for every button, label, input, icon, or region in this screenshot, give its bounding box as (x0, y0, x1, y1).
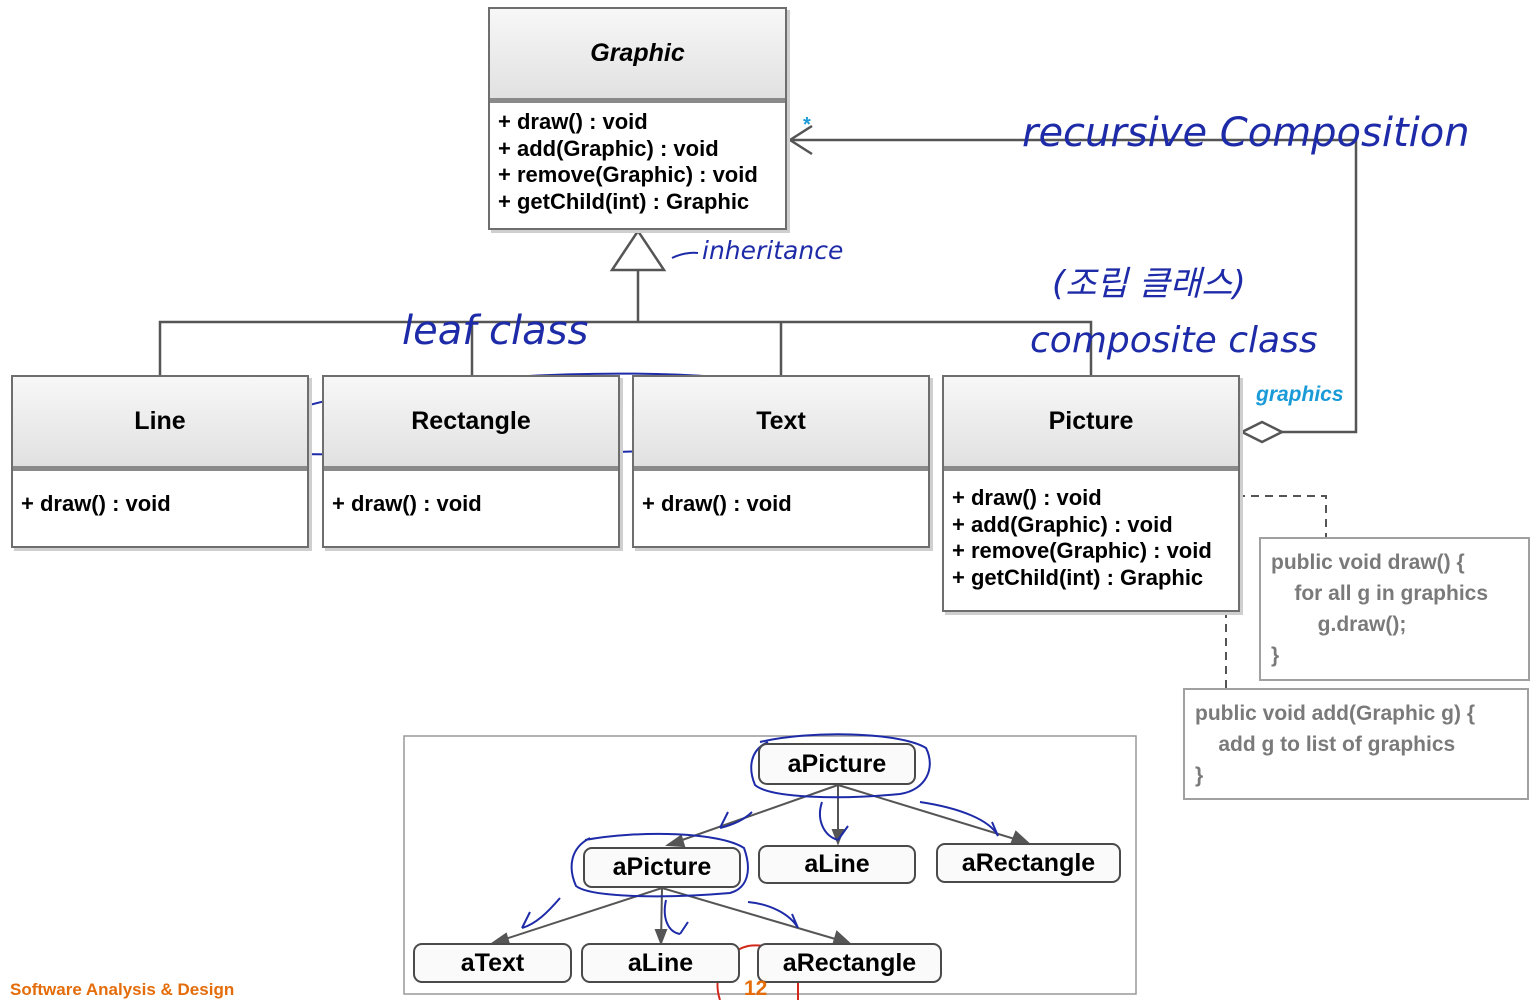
operation: + getChild(int) : Graphic (952, 564, 1204, 590)
class-rectangle: Rectangle + draw() : void (322, 375, 620, 548)
object-line-2: aLine (581, 943, 740, 983)
class-rectangle-operations: + draw() : void (324, 471, 618, 524)
operation: + remove(Graphic) : void (952, 538, 1212, 563)
class-line: Line + draw() : void (11, 375, 309, 548)
class-graphic-name: Graphic (490, 9, 785, 103)
operation: + draw() : void (498, 109, 648, 134)
annotation-korean: (조립 클래스) (1052, 264, 1246, 304)
class-graphic-operations: + draw() : void + add(Graphic) : void + … (490, 103, 785, 221)
annotation-composite-class: composite class (1030, 320, 1318, 361)
class-line-operations: + draw() : void (13, 471, 307, 524)
note-line: public void add(Graphic g) { (1195, 702, 1476, 725)
class-picture-name: Picture (944, 377, 1238, 471)
note-connector-draw (1209, 495, 1327, 537)
note-line: } (1195, 764, 1204, 787)
object-root-picture: aPicture (758, 743, 916, 785)
page-number: 12 (744, 977, 768, 1000)
note-line: g.draw(); (1271, 613, 1407, 636)
link-tick-6 (747, 901, 799, 929)
class-rectangle-name: Rectangle (324, 377, 618, 471)
child-object-loop (570, 832, 749, 898)
operation: + getChild(int) : Graphic (498, 188, 750, 214)
operation: + add(Graphic) : void (498, 135, 719, 161)
link-tick-1 (719, 811, 753, 829)
link-tick-2 (819, 801, 849, 841)
operation: + add(Graphic) : void (952, 511, 1173, 537)
annotation-recursive-composition: recursive Composition (1022, 110, 1470, 156)
association-multiplicity: * (803, 114, 811, 136)
note-line: public void draw() { (1271, 551, 1465, 574)
class-line-name: Line (13, 377, 307, 471)
annotation-inheritance: inheritance (702, 236, 844, 265)
note-line: } (1271, 644, 1280, 667)
operation: + draw() : void (332, 491, 482, 516)
inheritance-tick (671, 251, 699, 259)
inheritance-triangle (609, 228, 667, 272)
class-text-operations: + draw() : void (634, 471, 928, 524)
note-line: add g to list of graphics (1195, 733, 1456, 756)
note-add: public void add(Graphic g) { add g to li… (1183, 688, 1529, 800)
class-text-name: Text (634, 377, 928, 471)
note-line: for all g in graphics (1271, 582, 1489, 605)
operation: + draw() : void (952, 485, 1102, 510)
operation: + draw() : void (642, 491, 792, 516)
generalization-connectors (158, 270, 1093, 375)
link-tick-4 (521, 897, 561, 929)
object-text: aText (413, 943, 572, 983)
aggregation-diamond (1239, 420, 1285, 444)
class-text: Text + draw() : void (632, 375, 930, 548)
object-diagram-frame (403, 735, 1137, 995)
note-draw: public void draw() { for all g in graphi… (1259, 537, 1530, 681)
operation: + draw() : void (21, 491, 171, 516)
association-role: graphics (1256, 383, 1344, 406)
association-arrowhead (787, 124, 813, 156)
composition-association-line (790, 138, 1358, 434)
annotation-leaf-class: leaf class (402, 308, 589, 354)
class-picture-operations: + draw() : void + add(Graphic) : void + … (944, 471, 1238, 597)
root-object-loop (750, 733, 931, 799)
operation: + remove(Graphic) : void (498, 162, 758, 187)
link-tick-3 (919, 801, 999, 837)
object-rectangle-2: aRectangle (757, 943, 942, 983)
object-child-picture: aPicture (583, 847, 741, 888)
link-tick-5 (663, 899, 689, 935)
object-line: aLine (758, 845, 916, 884)
object-rectangle: aRectangle (936, 843, 1121, 883)
footer-title: Software Analysis & Design (10, 980, 235, 999)
class-graphic: Graphic + draw() : void + add(Graphic) :… (488, 7, 787, 230)
class-picture: Picture + draw() : void + add(Graphic) :… (942, 375, 1240, 612)
generalization-bus (158, 320, 1093, 375)
